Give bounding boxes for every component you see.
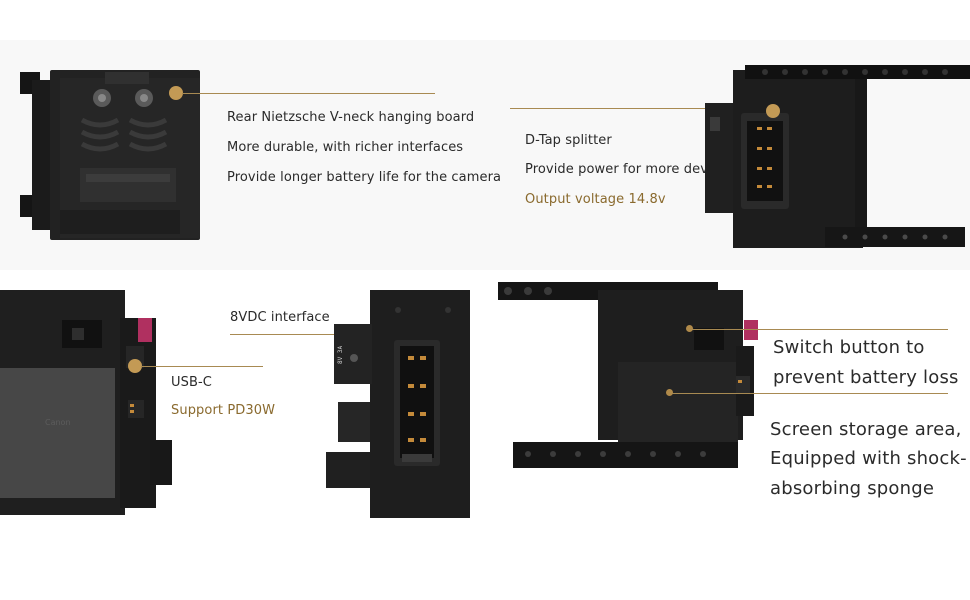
callout-line-vmount	[182, 93, 435, 94]
usbc-pd-label: Support PD30W	[171, 403, 276, 418]
storage-line-1: Screen storage area,	[770, 419, 962, 440]
camera-brand-mark: Canon	[45, 418, 71, 427]
storage-line-3: absorbing sponge	[770, 478, 935, 499]
dtap-cage-image	[705, 65, 970, 248]
cage-switch-image	[498, 282, 758, 468]
vmount-line-2: More durable, with richer interfaces	[227, 140, 464, 155]
hotspot-usbc	[128, 359, 142, 373]
usbc-label: USB-C	[171, 375, 212, 390]
storage-line-2: Equipped with shock-	[770, 448, 967, 469]
callout-line-dtap	[510, 108, 768, 109]
dc-interface-label: 8VDC interface	[230, 310, 330, 325]
callout-line-usbc	[141, 366, 263, 367]
dtap-output-voltage: Output voltage 14.8v	[525, 192, 666, 207]
dc-port-mark: 8V 3A	[337, 346, 344, 364]
hotspot-vmount	[169, 86, 183, 100]
hotspot-storage	[666, 389, 673, 396]
vmount-line-1: Rear Nietzsche V-neck hanging board	[227, 110, 475, 125]
hotspot-dtap	[766, 104, 780, 118]
callout-line-switch	[692, 329, 948, 330]
callout-line-dc	[230, 334, 353, 335]
v-mount-plate-image	[20, 70, 200, 240]
side-ports-image: Canon	[0, 290, 172, 515]
dtap-title: D-Tap splitter	[525, 133, 612, 148]
switch-line-2: prevent battery loss	[773, 367, 959, 388]
switch-line-1: Switch button to	[773, 337, 925, 358]
dtap-desc: Provide power for more devices	[525, 162, 734, 177]
hotspot-switch	[686, 325, 693, 332]
callout-line-storage	[672, 393, 948, 394]
dtap-side-image: 8V 3A	[326, 290, 470, 518]
vmount-line-3: Provide longer battery life for the came…	[227, 170, 502, 185]
